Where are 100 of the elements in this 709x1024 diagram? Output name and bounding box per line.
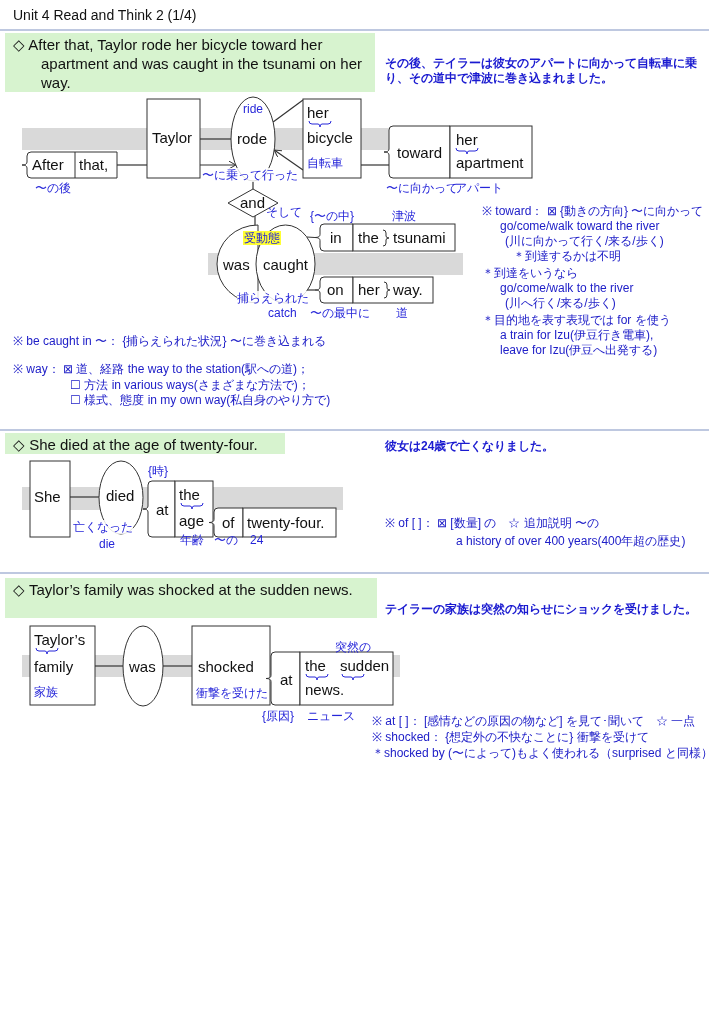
word-text: apartment bbox=[456, 154, 524, 171]
note-text: ※ of [ ]： ⊠ [数量] の ☆ 追加説明 〜の bbox=[385, 516, 599, 530]
note-text: (川に向かって行く/来る/歩く) bbox=[505, 234, 664, 248]
note-text: ☐ 方法 in various ways(さまざまな方法で)； bbox=[70, 378, 310, 392]
gloss-text: {〜の中} bbox=[310, 209, 354, 223]
note-text: ＊目的地を表す表現では for を使う bbox=[482, 313, 671, 327]
word-text: and bbox=[240, 194, 266, 211]
verb-ellipse bbox=[123, 626, 163, 706]
gloss-text: 亡くなった bbox=[73, 520, 133, 534]
phrase-box bbox=[143, 481, 175, 537]
word-text: was bbox=[223, 256, 250, 273]
word-text: shocked bbox=[198, 658, 254, 675]
word-text: bicycle bbox=[307, 129, 353, 146]
connector-line bbox=[306, 236, 316, 239]
word-text: age bbox=[179, 512, 205, 529]
word-text: on bbox=[327, 281, 344, 298]
word-box bbox=[30, 461, 70, 537]
note-text: ※ shocked： {想定外の不快なことに} 衝撃を受けて bbox=[372, 730, 649, 744]
note-text: ＊到達するかは不明 bbox=[513, 249, 621, 263]
word-text: toward bbox=[397, 144, 443, 161]
gloss-text: catch bbox=[268, 306, 297, 320]
gloss-text: そして bbox=[266, 205, 302, 219]
connector-line bbox=[360, 164, 390, 166]
gloss-text: 〜の bbox=[214, 533, 238, 547]
page-title: Unit 4 Read and Think 2 (1/4) bbox=[13, 7, 197, 23]
translation-text: その後、テイラーは彼女のアパートに向かって自転車に乗り、その道中で津波に巻き込まれました。 bbox=[385, 56, 698, 86]
note-text: ※ way： ⊠ 道、経路 the way to the station(駅への道)； bbox=[13, 362, 310, 376]
sentence-heading: ◇ Taylor’s family was shocked at the sudden news. bbox=[5, 578, 377, 618]
word-text: of bbox=[222, 514, 235, 531]
word-text: that, bbox=[79, 156, 109, 173]
phrase-box bbox=[315, 224, 353, 251]
note-text: ＊shocked by (〜によって)もよく使われる（surprised と同様） bbox=[372, 746, 709, 760]
gloss-text: 捕らえられた bbox=[237, 291, 309, 305]
note-text: go/come/walk to the river bbox=[500, 281, 634, 295]
gloss-text: ニュース bbox=[307, 709, 355, 723]
word-text: her bbox=[307, 104, 329, 121]
gloss-text: {時} bbox=[148, 464, 168, 478]
gloss-text: 〜に向かって bbox=[386, 181, 458, 195]
word-text: tsunami bbox=[393, 229, 446, 246]
note-text: ☐ 様式、態度 in my own way(私自身のやり方で) bbox=[70, 393, 331, 407]
connector-line bbox=[306, 289, 316, 291]
sentence-heading: ◇ She died at the age of twenty-four. bbox=[5, 433, 285, 454]
arrow bbox=[273, 149, 304, 171]
connector-line bbox=[94, 665, 124, 667]
translation-text: 彼女は24歳で亡くなりました。 bbox=[385, 439, 556, 454]
word-text: at bbox=[156, 501, 169, 518]
phrase-box bbox=[266, 652, 300, 705]
gloss-text: 津波 bbox=[392, 209, 416, 223]
word-text: at bbox=[280, 671, 293, 688]
connector-line bbox=[254, 215, 256, 226]
word-box bbox=[450, 126, 532, 178]
word-text: She bbox=[34, 488, 61, 505]
phrase-box bbox=[22, 152, 117, 178]
gloss-text: 24 bbox=[250, 533, 264, 547]
word-box bbox=[147, 99, 200, 178]
word-box bbox=[192, 626, 270, 705]
gloss-text: 年齢 bbox=[180, 533, 204, 547]
gloss-text: アパート bbox=[455, 181, 503, 195]
gloss-text: 衝撃を受けた bbox=[196, 686, 268, 700]
arrow bbox=[199, 160, 237, 170]
highlighted-gloss: 受動態 bbox=[243, 231, 281, 245]
word-box bbox=[303, 99, 361, 178]
gloss-text: die bbox=[99, 537, 115, 551]
connector-line bbox=[199, 138, 232, 140]
gloss-text: 〜に乗って行った bbox=[202, 168, 298, 182]
word-text: Taylor bbox=[152, 129, 192, 146]
note-text: go/come/walk toward the river bbox=[500, 219, 660, 233]
word-text: her bbox=[456, 131, 478, 148]
sentence-heading: ◇ After that, Taylor rode her bicycle toward her apartment and was caught in the tsunami on her way. bbox=[5, 33, 375, 92]
word-text: After bbox=[32, 156, 64, 173]
connector-line bbox=[69, 496, 100, 498]
gloss-text: 道 bbox=[396, 306, 408, 320]
word-text: caught bbox=[263, 256, 309, 273]
conjunction-diamond bbox=[228, 189, 278, 217]
word-box bbox=[353, 224, 455, 251]
note-text: a history of over 400 years(400年超の歴史) bbox=[456, 534, 686, 548]
word-text: the bbox=[358, 229, 379, 246]
word-text: news. bbox=[305, 681, 345, 698]
gloss-text: {原因} bbox=[262, 709, 294, 723]
word-text: rode bbox=[237, 130, 268, 147]
note-text: ※ at [ ]： [感情などの原因の物など] を見て･聞いて ☆ 一点 bbox=[372, 714, 696, 728]
word-box bbox=[353, 277, 433, 303]
note-text: a train for Izu(伊豆行き電車), bbox=[500, 328, 654, 342]
gloss-text: 家族 bbox=[34, 685, 58, 699]
note-text: ＊到達をいうなら bbox=[482, 266, 578, 280]
gloss-text: ride bbox=[243, 102, 263, 116]
phrase-box bbox=[384, 126, 450, 178]
word-text: was bbox=[129, 658, 156, 675]
word-box bbox=[300, 652, 393, 705]
word-text: died bbox=[106, 487, 135, 504]
connector-line bbox=[252, 180, 254, 190]
word-box bbox=[30, 626, 95, 705]
word-text: twenty-four. bbox=[247, 514, 325, 531]
phrase-box bbox=[315, 277, 353, 303]
note-text: ※ toward： ⊠ {動きの方向} 〜に向かって bbox=[482, 204, 704, 218]
word-text: in bbox=[330, 229, 342, 246]
word-text: family bbox=[34, 658, 74, 675]
note-text: ※ be caught in 〜： {捕らえられた状況} 〜に巻き込まれる bbox=[13, 334, 326, 348]
note-text: leave for Izu(伊豆へ出発する) bbox=[500, 343, 658, 357]
connector-line bbox=[272, 99, 304, 123]
